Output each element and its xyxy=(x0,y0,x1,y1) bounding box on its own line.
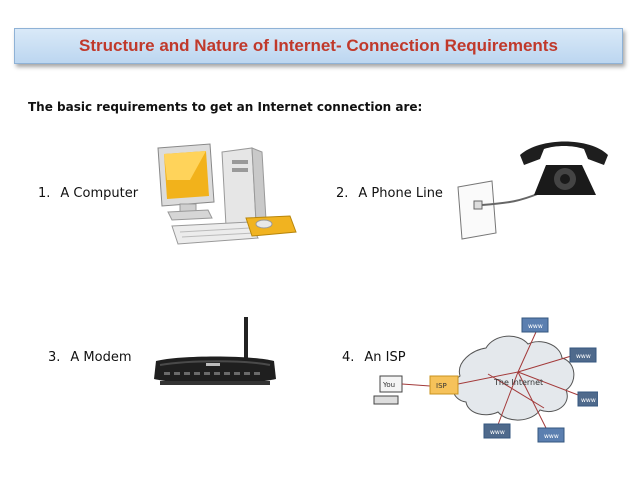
isp-diagram: You ISP The Internet www www www www www xyxy=(373,317,598,443)
title-banner: Structure and Nature of Internet- Connec… xyxy=(14,28,623,64)
server-4: www xyxy=(483,423,511,439)
server-label: www xyxy=(581,397,596,404)
item-label: A Computer xyxy=(60,186,139,201)
item-number: 1. xyxy=(38,186,51,201)
slide-title: Structure and Nature of Internet- Connec… xyxy=(79,36,558,55)
server-label: www xyxy=(490,429,505,436)
server-label: www xyxy=(576,353,591,360)
item-number: 3. xyxy=(48,350,61,365)
modem-icon xyxy=(154,317,276,385)
item-computer: 1. A Computer xyxy=(38,186,138,201)
item-label: An ISP xyxy=(364,350,406,365)
cloud-label: The Internet xyxy=(493,378,543,387)
item-number: 2. xyxy=(336,186,349,201)
item-isp: 4. An ISP xyxy=(342,350,406,365)
isp-label: ISP xyxy=(436,382,447,390)
server-1: www xyxy=(521,317,549,333)
phone-line-icon xyxy=(457,141,608,240)
server-2: www xyxy=(569,347,597,363)
item-number: 4. xyxy=(342,350,355,365)
server-label: www xyxy=(528,323,543,330)
server-label: www xyxy=(544,433,559,440)
server-5: www xyxy=(537,427,565,443)
you-label: You xyxy=(382,381,395,389)
item-modem: 3. A Modem xyxy=(48,350,132,365)
item-label: A Modem xyxy=(70,350,132,365)
computer-icon xyxy=(157,143,297,245)
item-phone-line: 2. A Phone Line xyxy=(336,186,443,201)
server-3: www xyxy=(577,391,598,407)
intro-text: The basic requirements to get an Interne… xyxy=(28,100,423,114)
item-label: A Phone Line xyxy=(358,186,443,201)
